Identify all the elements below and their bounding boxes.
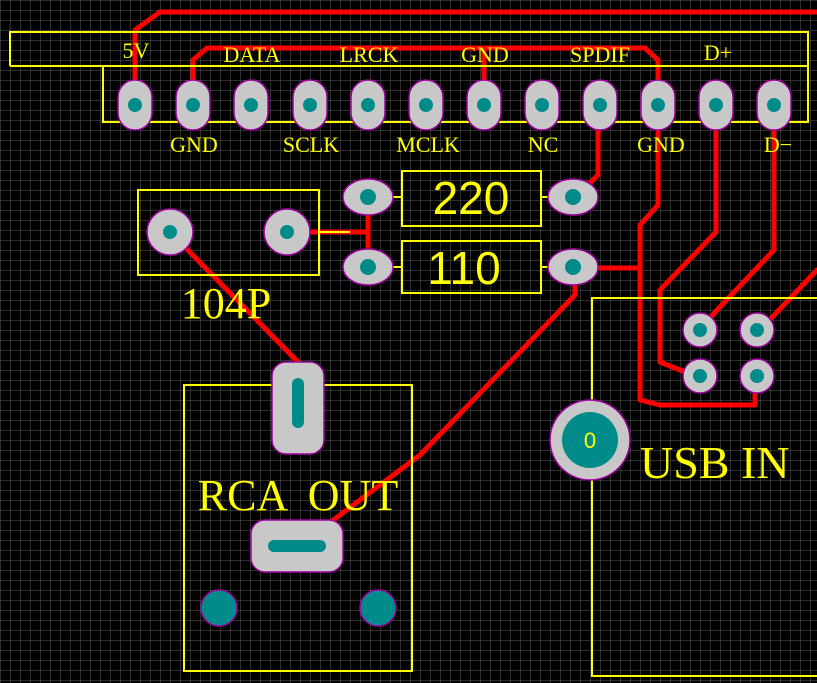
label-lrck: LRCK: [340, 42, 399, 67]
label-nc: NC: [528, 132, 559, 157]
label-gnd-top: GND: [461, 42, 509, 67]
label-dplus: D+: [704, 40, 732, 65]
usb-pad-2[interactable]: [739, 312, 775, 348]
header-pin-10[interactable]: [640, 79, 676, 131]
rca-mount-hole-right[interactable]: [359, 589, 397, 627]
label-dminus: D−: [764, 132, 792, 157]
header-pin-1[interactable]: [117, 79, 153, 131]
header-pin-5[interactable]: [350, 79, 386, 131]
silkscreen-outlines: [9, 31, 817, 677]
usb-pad-4[interactable]: [739, 358, 775, 394]
cap-pad-left[interactable]: [146, 208, 194, 256]
header-pin-11[interactable]: [698, 79, 734, 131]
rca-pad-center[interactable]: [271, 361, 325, 455]
rca-pad-signal[interactable]: [250, 519, 344, 573]
label-data: DATA: [224, 42, 281, 67]
trace-dplus: [657, 97, 719, 381]
label-5v: 5V: [123, 38, 150, 63]
r2-pad-left[interactable]: [342, 248, 394, 286]
usb-in-label: USB IN: [640, 437, 790, 488]
header-pin-8[interactable]: [524, 79, 560, 131]
usb-mount-hole-label: 0: [584, 428, 596, 453]
usb-pads: [549, 312, 775, 481]
resistor-pads: [342, 178, 599, 286]
label-gnd-bottom-2: GND: [637, 132, 685, 157]
trace-gnd-right: [637, 97, 758, 408]
cap-pad-right[interactable]: [263, 208, 311, 256]
rca-pads: [200, 361, 397, 627]
header-pin-7[interactable]: [466, 79, 502, 131]
r1-pad-right[interactable]: [547, 178, 599, 216]
rca-out-label: RCA OUT: [198, 471, 399, 520]
header-pin-9[interactable]: [582, 79, 618, 131]
header-pin-3[interactable]: [233, 79, 269, 131]
header-pin-4[interactable]: [292, 79, 328, 131]
label-mclk: MCLK: [396, 132, 460, 157]
capacitor-value: 104P: [181, 279, 271, 328]
header-pads: [117, 79, 792, 131]
usb-outline: [591, 297, 817, 677]
header-pin-6[interactable]: [408, 79, 444, 131]
header-labels: 5V DATA LRCK GND SPDIF D+ GND SCLK MCLK …: [123, 38, 793, 157]
resistor-220-outline: [401, 170, 542, 227]
header-pin-2[interactable]: [175, 79, 211, 131]
header-pin-12[interactable]: [756, 79, 792, 131]
resistor-220-value: 220: [433, 172, 510, 224]
usb-pad-1[interactable]: [682, 312, 718, 348]
usb-mount-hole[interactable]: [549, 399, 631, 481]
label-gnd-bottom: GND: [170, 132, 218, 157]
r2-pad-right[interactable]: [547, 248, 599, 286]
resistor-110-value: 110: [427, 242, 500, 294]
capacitor-pads: [146, 208, 311, 256]
label-sclk: SCLK: [283, 132, 339, 157]
r1-pad-left[interactable]: [342, 178, 394, 216]
label-spdif: SPDIF: [570, 42, 630, 67]
usb-pad-3[interactable]: [682, 358, 718, 394]
header-outline-top: [9, 31, 809, 67]
trace-cap-rca: [167, 229, 301, 365]
header-outline-body: [102, 66, 809, 123]
rca-mount-hole-left[interactable]: [200, 589, 238, 627]
